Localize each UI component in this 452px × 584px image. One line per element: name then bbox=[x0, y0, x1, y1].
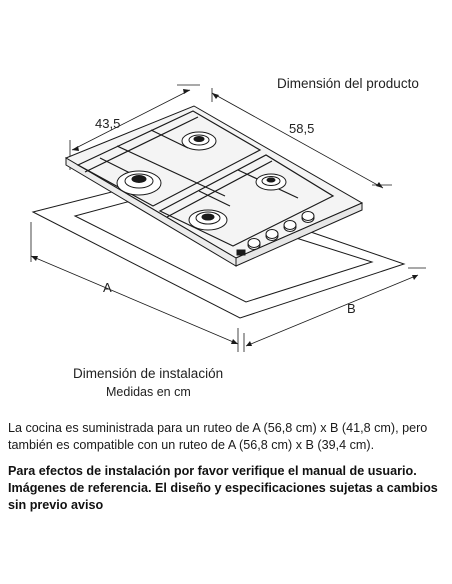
cutout-b-label: B bbox=[347, 301, 356, 316]
width-value: 58,5 bbox=[289, 121, 315, 136]
gas-burner-icon bbox=[255, 173, 287, 191]
gas-burner-icon bbox=[116, 170, 162, 196]
control-knob-icon bbox=[301, 211, 315, 223]
control-knob-icon bbox=[265, 229, 279, 241]
gas-burner-icon bbox=[181, 131, 217, 151]
hob-dimension-diagram bbox=[30, 84, 426, 352]
product-dimension-title: Dimensión del producto bbox=[277, 76, 419, 91]
installation-notice: Para efectos de instalación por favor ve… bbox=[8, 464, 438, 512]
dimension-line-depth bbox=[69, 84, 200, 170]
control-knob-icon bbox=[247, 238, 261, 250]
dimension-line-b bbox=[243, 267, 426, 352]
dimension-line-width bbox=[211, 88, 392, 189]
depth-value: 43,5 bbox=[95, 116, 121, 131]
dimension-line-a bbox=[30, 222, 239, 352]
gas-burner-icon bbox=[188, 209, 228, 231]
ignition-button-icon bbox=[236, 249, 246, 256]
cutout-a-label: A bbox=[103, 280, 112, 295]
installation-dimension-title: Dimensión de instalación bbox=[73, 366, 224, 381]
compatibility-text: La cocina es suministrada para un ruteo … bbox=[8, 421, 428, 452]
control-knobs bbox=[236, 211, 315, 256]
units-note: Medidas en cm bbox=[106, 385, 191, 399]
burners bbox=[116, 131, 287, 231]
control-knob-icon bbox=[283, 220, 297, 232]
pan-support-right bbox=[158, 154, 335, 247]
